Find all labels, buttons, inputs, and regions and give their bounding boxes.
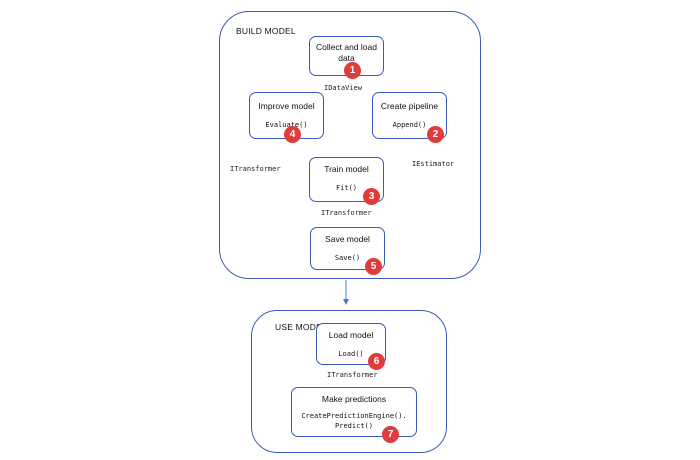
save-model-title: Save model — [325, 234, 370, 244]
use-model-label: USE MODEL — [275, 322, 327, 332]
step-badge-2: 2 — [427, 126, 444, 143]
step-badge-4: 4 — [284, 126, 301, 143]
improve-model-title: Improve model — [258, 101, 315, 111]
create-pipeline-box: Create pipeline Append() — [372, 92, 447, 139]
step-badge-5: 5 — [365, 258, 382, 275]
create-pipeline-title: Create pipeline — [380, 101, 439, 111]
improve-model-code: Evaluate() — [265, 121, 308, 129]
train-model-code: Fit() — [335, 184, 358, 192]
edge-label-itransformer-down: ITransformer — [321, 209, 372, 217]
step-badge-3: 3 — [363, 188, 380, 205]
create-pipeline-code: Append() — [392, 121, 427, 129]
edge-label-itransformer-use: ITransformer — [327, 371, 378, 379]
step-badge-6: 6 — [368, 353, 385, 370]
edge-label-itransformer-left: ITransformer — [230, 165, 281, 173]
make-predictions-code-line1: CreatePredictionEngine(). — [301, 412, 407, 420]
edge-label-iestimator: IEstimator — [412, 160, 455, 168]
load-model-title: Load model — [328, 330, 374, 340]
make-predictions-box: Make predictions CreatePredictionEngine(… — [291, 387, 417, 437]
save-model-box: Save model Save() — [310, 227, 385, 270]
train-model-title: Train model — [324, 164, 369, 174]
save-model-code: Save() — [334, 254, 361, 262]
make-predictions-title: Make predictions — [321, 394, 387, 404]
build-model-label: BUILD MODEL — [236, 26, 296, 36]
train-model-box: Train model Fit() — [309, 157, 384, 202]
step-badge-1: 1 — [344, 62, 361, 79]
edge-label-idataview: IDataView — [324, 84, 362, 92]
make-predictions-code-line2: Predict() — [335, 422, 373, 430]
collect-load-data-title: Collect and load data — [316, 42, 377, 63]
load-model-code: Load() — [338, 350, 364, 358]
step-badge-7: 7 — [382, 426, 399, 443]
